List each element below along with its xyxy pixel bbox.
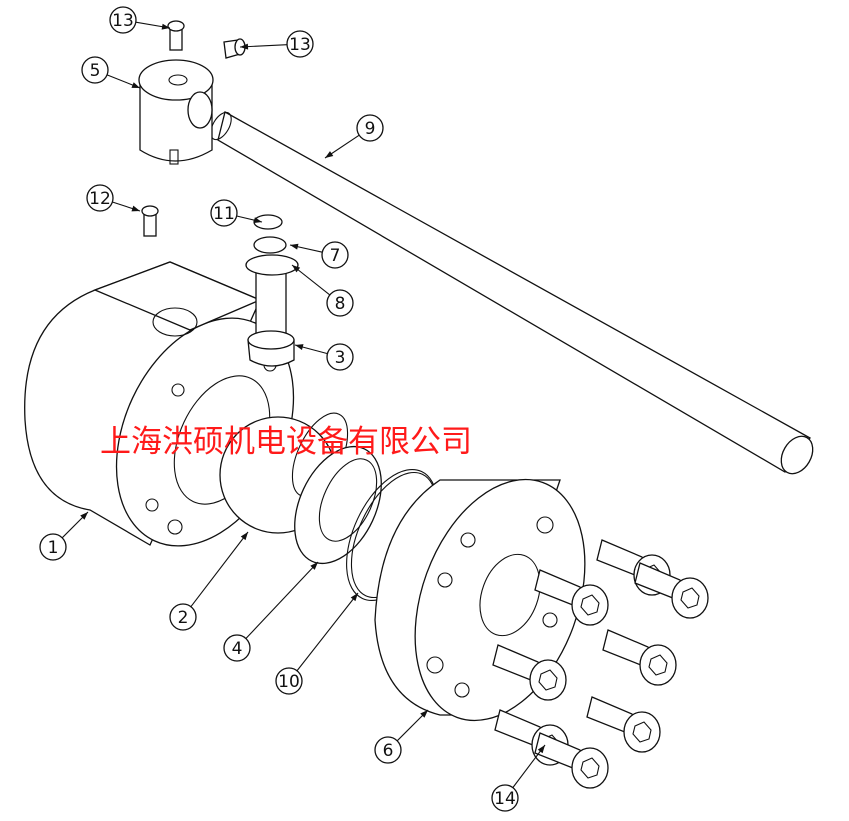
callout-part-11: 11 — [210, 199, 263, 227]
arrowhead-icon — [310, 562, 318, 570]
arrowhead-icon — [240, 532, 248, 541]
part-screw-12 — [141, 205, 159, 237]
callout-number: 7 — [330, 246, 341, 266]
callout-number: 13 — [112, 11, 134, 31]
part-screw-13-top — [167, 20, 185, 51]
arrowhead-icon — [350, 593, 358, 602]
arrowhead-icon — [295, 344, 304, 350]
callout-part-2: 2 — [169, 531, 249, 631]
arrowhead-icon — [325, 151, 334, 158]
callout-number: 5 — [90, 61, 101, 81]
part-stem — [245, 214, 299, 367]
arrowhead-icon — [161, 23, 170, 30]
arrowhead-icon — [292, 265, 301, 273]
callout-number: 4 — [232, 639, 243, 659]
callout-number: 8 — [335, 294, 346, 314]
callout-number: 3 — [335, 348, 346, 368]
bolt — [492, 644, 567, 701]
callout-number: 1 — [48, 538, 59, 558]
bolt — [534, 732, 609, 789]
bolt — [534, 569, 609, 626]
callout-part-8: 8 — [291, 264, 354, 317]
arrowhead-icon — [537, 745, 545, 754]
leader-line — [296, 592, 359, 672]
leader-line — [190, 531, 249, 608]
arrowhead-icon — [131, 205, 140, 212]
part-bolts — [492, 539, 709, 789]
callout-number: 11 — [213, 204, 235, 224]
bolt — [586, 696, 661, 753]
leader-line — [245, 561, 319, 639]
callout-part-5: 5 — [81, 56, 141, 89]
bolt — [634, 562, 709, 619]
part-seat — [294, 445, 382, 565]
part-handle-head — [138, 59, 214, 165]
leader-line — [512, 744, 546, 788]
arrowhead-icon — [290, 243, 299, 250]
callout-part-9: 9 — [324, 114, 384, 159]
callout-part-13: 13 — [239, 30, 314, 58]
callout-part-10: 10 — [275, 592, 359, 695]
callout-number: 2 — [178, 608, 189, 628]
arrowhead-icon — [80, 512, 88, 520]
callout-number: 10 — [278, 672, 300, 692]
callout-part-13: 13 — [109, 6, 171, 34]
callout-part-1: 1 — [39, 511, 89, 561]
callout-number: 12 — [89, 189, 111, 209]
callout-part-3: 3 — [294, 343, 354, 371]
callout-number: 14 — [494, 789, 516, 809]
arrowhead-icon — [240, 43, 249, 50]
callout-number: 13 — [289, 35, 311, 55]
arrowhead-icon — [420, 710, 428, 718]
part-screw-13-side — [223, 38, 246, 59]
callout-part-4: 4 — [223, 561, 319, 662]
arrowhead-icon — [131, 82, 140, 88]
leader-line — [291, 264, 331, 296]
arrowhead-icon — [253, 217, 262, 224]
part-end-flange — [374, 478, 586, 722]
callout-number: 6 — [383, 741, 394, 761]
callout-part-14: 14 — [491, 744, 546, 812]
part-handle-bar — [210, 111, 814, 475]
company-watermark: 上海洪硕机电设备有限公司 — [100, 424, 472, 460]
callout-part-7: 7 — [289, 241, 349, 269]
callout-part-6: 6 — [374, 709, 429, 764]
callout-number: 9 — [365, 119, 376, 139]
callout-part-12: 12 — [86, 184, 141, 212]
bolt — [602, 629, 677, 686]
